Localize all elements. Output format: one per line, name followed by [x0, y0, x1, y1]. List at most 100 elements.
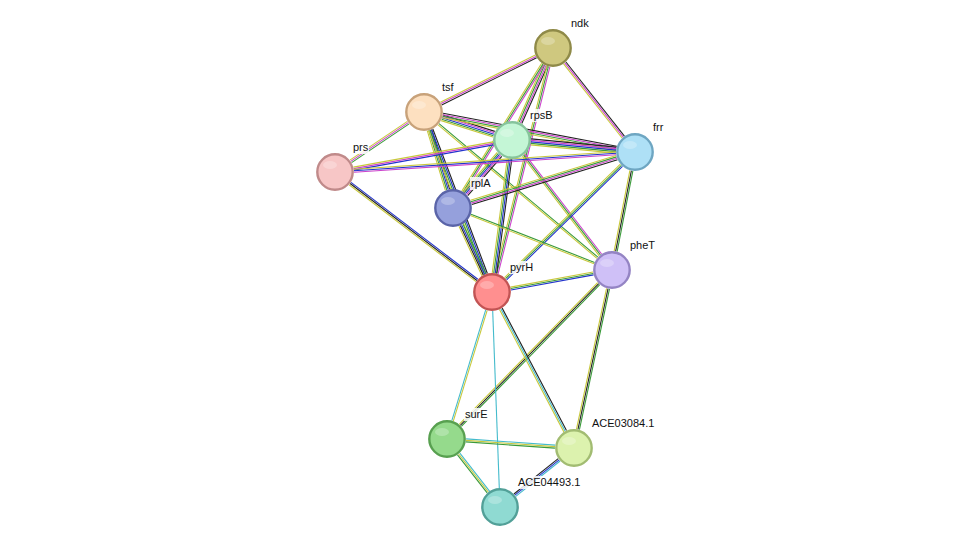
evidence-line: [452, 310, 486, 421]
evidence-line: [511, 275, 594, 290]
evidence-line: [466, 439, 555, 445]
protein-circle-shape: [617, 134, 652, 169]
evidence-line: [459, 454, 489, 492]
protein-node: ACE03084.1: [555, 429, 593, 467]
evidence-line: [460, 453, 490, 491]
protein-label: ACE04493.1: [517, 476, 581, 489]
evidence-line: [441, 56, 536, 103]
evidence-line: [511, 273, 594, 288]
evidence-line: [471, 157, 617, 202]
evidence-line: [464, 153, 498, 192]
protein-circle: [593, 251, 631, 289]
protein-label: pyrH: [509, 261, 534, 274]
interaction-edge: [459, 224, 486, 275]
protein-circle-shape: [494, 122, 529, 157]
evidence-line: [463, 224, 486, 274]
evidence-line: [493, 311, 500, 488]
evidence-line: [578, 289, 608, 430]
interaction-edge: [457, 453, 489, 493]
circle-highlight: [562, 437, 576, 445]
evidence-line: [463, 152, 497, 191]
evidence-line: [459, 226, 482, 276]
evidence-line: [466, 440, 555, 446]
interaction-edge: [470, 214, 594, 264]
evidence-line: [453, 310, 487, 421]
evidence-line: [564, 64, 622, 138]
evidence-line: [525, 154, 602, 254]
protein-node: tsf: [405, 93, 443, 131]
protein-circle: [616, 133, 654, 171]
protein-label: tsf: [441, 81, 455, 94]
evidence-line: [460, 226, 483, 276]
evidence-line: [494, 159, 509, 273]
evidence-line: [354, 152, 616, 169]
protein-circle: [493, 121, 531, 159]
protein-node: rplA: [434, 189, 472, 227]
circle-highlight: [488, 496, 502, 504]
protein-circle-shape: [594, 252, 629, 287]
protein-circle: [473, 273, 511, 311]
interaction-edge: [492, 159, 512, 274]
evidence-line: [495, 159, 510, 273]
protein-circle-shape: [556, 430, 591, 465]
protein-circle: [428, 420, 466, 458]
interaction-edge: [350, 121, 409, 162]
protein-label: rplA: [470, 177, 492, 190]
interaction-edge: [564, 62, 625, 138]
evidence-line: [502, 308, 566, 430]
evidence-line: [492, 159, 507, 273]
evidence-line: [352, 124, 409, 163]
evidence-line: [579, 289, 609, 430]
interaction-edge: [500, 308, 567, 432]
protein-node: ndk: [534, 29, 572, 67]
interaction-edge: [470, 155, 617, 204]
protein-circle: [555, 429, 593, 467]
evidence-line: [531, 145, 616, 153]
evidence-line: [614, 170, 630, 251]
interaction-edge: [452, 310, 487, 421]
protein-circle: [316, 153, 354, 191]
protein-label: ACE03084.1: [591, 417, 655, 430]
evidence-line: [506, 165, 622, 278]
protein-label: ndk: [570, 17, 590, 30]
protein-circle-shape: [406, 94, 441, 129]
evidence-line: [566, 62, 624, 136]
circle-highlight: [323, 161, 337, 169]
protein-node: prs: [316, 153, 354, 191]
circle-highlight: [435, 428, 449, 436]
protein-node: rpsB: [493, 121, 531, 159]
circle-highlight: [600, 259, 614, 267]
protein-label: frr: [652, 121, 664, 134]
protein-circle-shape: [535, 30, 570, 65]
protein-label: prs: [352, 141, 369, 154]
interaction-edge: [466, 439, 555, 448]
protein-node: frr: [616, 133, 654, 171]
interaction-edge: [531, 139, 617, 153]
evidence-line: [577, 288, 607, 429]
evidence-line: [472, 160, 618, 205]
evidence-line: [466, 442, 555, 448]
protein-label: pheT: [629, 239, 656, 252]
interaction-edge: [505, 164, 623, 280]
interaction-edge: [349, 182, 478, 281]
evidence-line: [440, 55, 535, 102]
evidence-line: [507, 166, 623, 279]
circle-highlight: [623, 141, 637, 149]
protein-circle: [405, 93, 443, 131]
evidence-line: [524, 155, 601, 255]
evidence-line: [501, 309, 565, 431]
interaction-edge: [493, 311, 500, 488]
protein-circle-shape: [429, 421, 464, 456]
protein-circle: [434, 189, 472, 227]
evidence-line: [500, 310, 564, 432]
protein-node: surE: [428, 420, 466, 458]
protein-node: pheT: [593, 251, 631, 289]
protein-circle: [481, 488, 519, 526]
circle-highlight: [441, 197, 455, 205]
interaction-edge: [427, 130, 449, 191]
protein-node: pyrH: [473, 273, 511, 311]
evidence-line: [510, 272, 593, 287]
protein-circle-shape: [317, 154, 352, 189]
evidence-line: [497, 159, 512, 273]
